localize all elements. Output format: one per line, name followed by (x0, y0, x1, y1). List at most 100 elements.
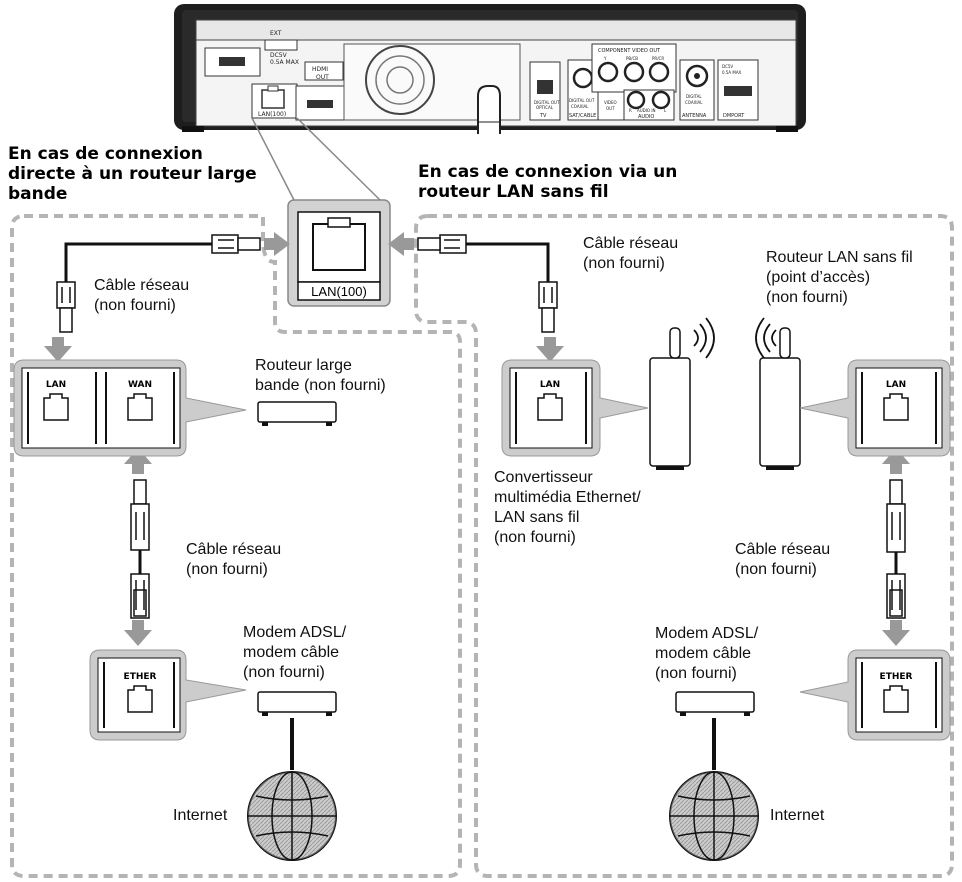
arrow-to-converter-lan (536, 337, 564, 362)
right-modem-label-3: (non fourni) (655, 665, 737, 682)
zoom-lan-port (287, 199, 391, 307)
plug-left-mid-down (130, 573, 150, 619)
hdmi-label-2: OUT (316, 74, 329, 81)
cables (64, 242, 898, 770)
dc2-label-1: DC5V (722, 64, 733, 69)
right-top-cable-label-2: (non fourni) (583, 255, 665, 272)
wireless-router-label-3: (non fourni) (766, 289, 848, 306)
antenna-label: ANTENNA (682, 113, 707, 119)
right-modem-label-2: modem câble (655, 645, 752, 662)
antenna-sub-1: DIGITAL (686, 94, 702, 99)
tv-label: TV (539, 113, 547, 119)
left-mid-cable-label-2: (non fourni) (186, 561, 268, 578)
right-mid-cable-label-2: (non fourni) (735, 561, 817, 578)
converter-port-lan-label: LAN (540, 380, 560, 390)
arrow-to-modem-ether (124, 620, 152, 646)
component-jack-y: Y (603, 56, 607, 61)
left-globe (247, 771, 337, 861)
converter-label-1: Convertisseur (494, 469, 593, 486)
coaxial-label-1: DIGITAL OUT (569, 98, 595, 103)
right-top-cable-label-1: Câble réseau (583, 235, 679, 252)
wireless-router-device (755, 317, 801, 470)
router-port-box (13, 359, 247, 457)
dc-label-2: 0.5A MAX (270, 59, 299, 66)
right-top-cable (466, 242, 550, 282)
lan-panel-label: LAN(100) (258, 111, 286, 118)
converter-port-box (501, 359, 649, 457)
left-top-cable-label-2: (non fourni) (94, 297, 176, 314)
dc2-label-2: 0.5A MAX (722, 70, 742, 75)
audio-in-r: R (629, 108, 632, 113)
arrow-into-lan-left (264, 232, 290, 256)
left-region-outline (10, 214, 462, 878)
video-out-label-2: OUT (606, 106, 615, 111)
wireless-router-label-2: (point d’accès) (766, 269, 871, 286)
left-modem-label-1: Modem ADSL/ (243, 624, 347, 641)
right-modem-device (675, 691, 755, 716)
plug-right-mid-down (886, 573, 906, 619)
left-modem-label-2: modem câble (243, 644, 340, 661)
right-region-outline (414, 214, 954, 878)
converter-label-4: (non fourni) (494, 529, 576, 546)
arrow-to-modem2-ether (882, 620, 910, 646)
heading-wireless-line-2: routeur LAN sans fil (418, 182, 609, 202)
zoom-lan-label: LAN(100) (311, 284, 367, 299)
heading-direct-line-1: En cas de connexion (8, 144, 203, 164)
arrow-to-wrouter-lan (882, 448, 910, 474)
left-top-cable-label-1: Câble réseau (94, 277, 190, 294)
dmport-label: DMPORT (723, 113, 745, 119)
wireless-router-port-lan-label: LAN (886, 380, 906, 390)
dc-label-1: DC5V (270, 52, 288, 59)
left-top-cable (64, 242, 212, 282)
component-label: COMPONENT VIDEO OUT (598, 48, 661, 54)
converter-device (649, 317, 715, 470)
satcable-label: SAT/CABLE (569, 113, 596, 119)
left-modem-device (257, 691, 337, 716)
plug-right-top-h (417, 234, 467, 254)
converter-label-2: multimédia Ethernet/ (494, 489, 641, 506)
converter-label-3: LAN sans fil (494, 509, 580, 526)
broadband-router-device (257, 401, 337, 426)
arrow-into-lan-right (388, 232, 414, 256)
optical-label-1: DIGITAL OUT (534, 100, 560, 105)
left-modem-label-3: (non fourni) (243, 664, 325, 681)
router-port-wan-label: WAN (128, 380, 152, 390)
router-label-1: Routeur large (255, 357, 352, 374)
wireless-router-label-1: Routeur LAN sans fil (766, 249, 913, 266)
audio-in-label: AUDIO IN (637, 108, 656, 113)
modem-port-box (89, 649, 247, 741)
left-internet-label: Internet (173, 807, 228, 824)
player-rear-panel (174, 4, 806, 134)
audio-label: AUDIO (638, 114, 654, 120)
modem2-port-box (799, 649, 951, 741)
router-label-2: bande (non fourni) (255, 377, 386, 394)
plug-left-mid-up (130, 479, 150, 551)
coaxial-label-2: COAXIAL (571, 104, 589, 109)
hdmi-label-1: HDMI (312, 66, 328, 73)
arrows (44, 232, 910, 646)
region-outlines (10, 214, 954, 878)
arrow-to-router-lan (44, 337, 72, 362)
component-jack-pb: PB/CB (626, 56, 638, 61)
left-mid-cable-label-1: Câble réseau (186, 541, 282, 558)
antenna-sub-2: COAXIAL (685, 100, 703, 105)
cable-plugs (56, 234, 906, 619)
router-port-lan-label: LAN (46, 380, 66, 390)
modem2-port-ether-label: ETHER (880, 672, 913, 682)
component-jack-pr: PR/CR (652, 56, 664, 61)
plug-left-top-h (211, 234, 261, 254)
right-internet-label: Internet (770, 807, 825, 824)
plug-left-down (56, 281, 76, 333)
ext-label: EXT (270, 30, 282, 37)
wireless-router-port-box (799, 359, 951, 457)
heading-wireless-line-1: En cas de connexion via un (418, 162, 678, 182)
heading-direct-line-2: directe à un routeur large (8, 164, 257, 184)
right-modem-label-1: Modem ADSL/ (655, 625, 759, 642)
panel-labels: EXT DC5V 0.5A MAX HDMI OUT LAN(100) COMP… (258, 30, 745, 120)
modem-port-ether-label: ETHER (124, 672, 157, 682)
right-mid-cable-label-1: Câble réseau (735, 541, 831, 558)
video-out-label-1: VIDEO (604, 100, 617, 105)
plug-right-down (538, 281, 558, 333)
plug-right-mid-up (886, 479, 906, 553)
